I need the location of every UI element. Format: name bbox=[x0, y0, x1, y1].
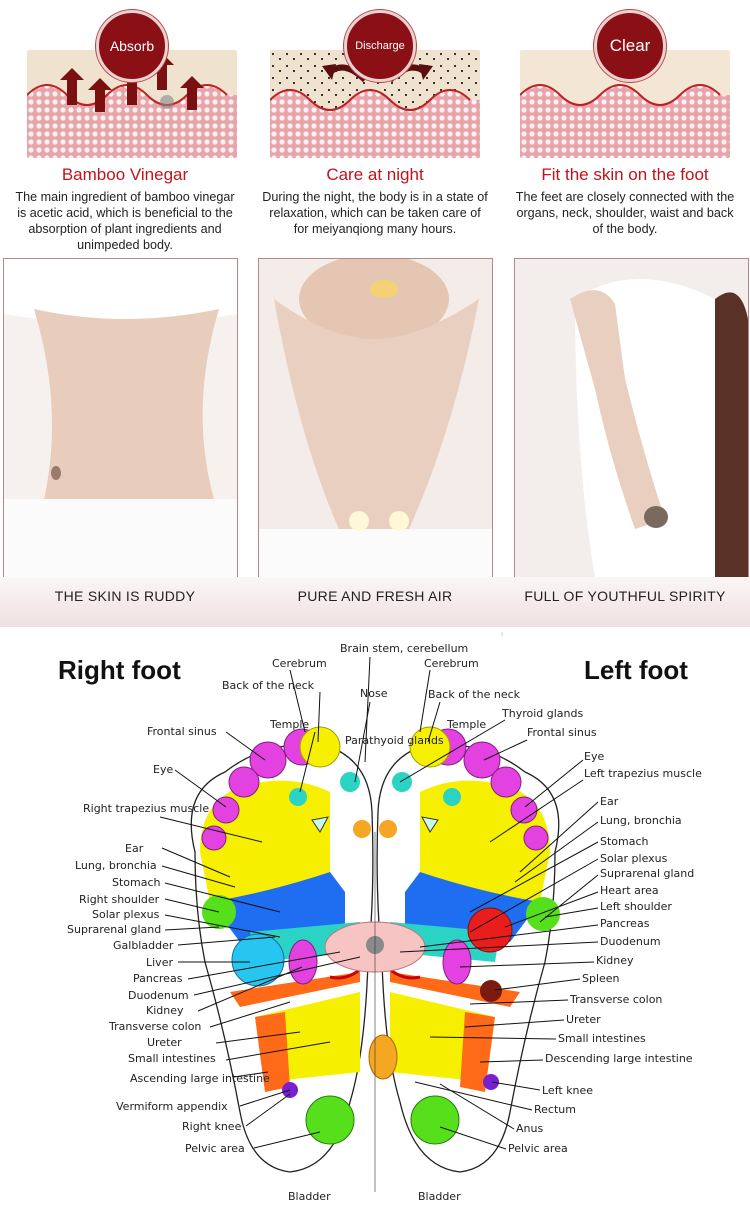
r-label-5: Right trapezius muscle bbox=[83, 802, 209, 815]
l-label-14: Pancreas bbox=[600, 917, 650, 930]
r-label-11: Suprarenal gland bbox=[67, 923, 161, 936]
l-label-23: Rectum bbox=[534, 1103, 576, 1116]
r-label-23: Pelvic area bbox=[185, 1142, 245, 1155]
clear-badge: Clear bbox=[594, 10, 666, 82]
label-nose: Nose bbox=[360, 687, 388, 700]
photo-arm bbox=[514, 258, 749, 578]
photo-hands bbox=[258, 258, 493, 578]
l-label-4: Frontal sinus bbox=[527, 726, 597, 739]
r-label-22: Right knee bbox=[182, 1120, 242, 1133]
absorb-badge: Absorb bbox=[96, 10, 168, 82]
l-label-17: Spleen bbox=[582, 972, 620, 985]
r-label-8: Stomach bbox=[112, 876, 161, 889]
l-label-3: Temple bbox=[446, 718, 486, 731]
right-foot-labels: Cerebrum Back of the neck Temple Frontal… bbox=[67, 657, 331, 1203]
r-label-2: Temple bbox=[269, 718, 309, 731]
r-label-15: Duodenum bbox=[128, 989, 189, 1002]
r-label-13: Liver bbox=[146, 956, 173, 969]
label-brain-stem: Brain stem, cerebellum bbox=[340, 642, 468, 655]
l-label-15: Duodenum bbox=[600, 935, 661, 948]
l-label-6: Left trapezius muscle bbox=[584, 767, 702, 780]
l-label-5: Eye bbox=[584, 750, 604, 763]
left-foot-labels: Cerebrum Back of the neck Thyroid glands… bbox=[418, 657, 702, 1203]
l-label-0: Cerebrum bbox=[424, 657, 479, 670]
r-label-20: Ascending large intestine bbox=[130, 1072, 270, 1085]
l-label-11: Suprarenal gland bbox=[600, 867, 694, 880]
l-label-21: Descending large intestine bbox=[545, 1052, 693, 1065]
r-label-9: Right shoulder bbox=[79, 893, 160, 906]
l-label-2: Thyroid glands bbox=[501, 707, 583, 720]
leader-lines bbox=[159, 656, 599, 1150]
right-foot bbox=[190, 726, 374, 1173]
step-clear: Clear Fit the skin on the foot The feet … bbox=[500, 0, 750, 255]
r-label-3: Frontal sinus bbox=[147, 725, 217, 738]
l-label-12: Heart area bbox=[600, 884, 659, 897]
l-label-19: Ureter bbox=[566, 1013, 601, 1026]
l-label-10: Solar plexus bbox=[600, 852, 668, 865]
l-label-13: Left shoulder bbox=[600, 900, 672, 913]
step-description: During the night, the body is in a state… bbox=[262, 190, 488, 236]
r-label-12: Galbladder bbox=[113, 939, 174, 952]
l-label-18: Transverse colon bbox=[569, 993, 662, 1006]
left-foot bbox=[376, 726, 560, 1173]
step-title: Care at night bbox=[326, 165, 424, 184]
caption-fresh-air: PURE AND FRESH AIR bbox=[297, 588, 453, 604]
r-label-17: Transverse colon bbox=[108, 1020, 201, 1033]
l-label-20: Small intestines bbox=[558, 1032, 646, 1045]
step-absorb: Absorb Bamboo Vinegar The main ingredien… bbox=[0, 0, 250, 255]
l-label-1: Back of the neck bbox=[428, 688, 521, 701]
l-label-25: Pelvic area bbox=[508, 1142, 568, 1155]
l-label-22: Left knee bbox=[542, 1084, 593, 1097]
l-label-26: Bladder bbox=[418, 1190, 461, 1203]
left-foot-title: Left foot bbox=[584, 655, 688, 685]
l-label-24: Anus bbox=[516, 1122, 543, 1135]
step-description: The feet are closely connected with the … bbox=[515, 190, 735, 236]
r-label-0: Cerebrum bbox=[272, 657, 327, 670]
step-title: Fit the skin on the foot bbox=[541, 165, 709, 184]
right-foot-title: Right foot bbox=[58, 655, 181, 685]
r-label-6: Ear bbox=[125, 842, 144, 855]
l-label-9: Stomach bbox=[600, 835, 649, 848]
r-label-18: Ureter bbox=[147, 1036, 182, 1049]
r-label-21: Vermiform appendix bbox=[116, 1100, 228, 1113]
r-label-14: Pancreas bbox=[133, 972, 183, 985]
caption-youthful: FULL OF YOUTHFUL SPIRITY bbox=[524, 588, 726, 604]
r-label-19: Small intestines bbox=[128, 1052, 216, 1065]
label-parathyroid: Parathyoid glands bbox=[345, 734, 444, 747]
step-description: The main ingredient of bamboo vinegar is… bbox=[15, 190, 235, 252]
r-label-16: Kidney bbox=[146, 1004, 184, 1017]
r-label-7: Lung, bronchia bbox=[75, 859, 157, 872]
caption-ruddy: THE SKIN IS RUDDY bbox=[54, 588, 196, 604]
foot-map-svg: Right foot Left foot Brain stem, cerebel… bbox=[0, 632, 750, 1206]
step-discharge: Discharge Care at night During the night… bbox=[250, 0, 500, 255]
r-label-4: Eye bbox=[153, 763, 173, 776]
step-title: Bamboo Vinegar bbox=[61, 165, 189, 184]
foot-reflexology-chart: Right foot Left foot Brain stem, cerebel… bbox=[0, 632, 750, 1206]
r-label-24: Bladder bbox=[288, 1190, 331, 1203]
r-label-1: Back of the neck bbox=[222, 679, 315, 692]
l-label-7: Ear bbox=[600, 795, 619, 808]
caption-bar bbox=[0, 577, 750, 627]
l-label-16: Kidney bbox=[596, 954, 634, 967]
photo-waist bbox=[3, 258, 238, 578]
l-label-8: Lung, bronchia bbox=[600, 814, 682, 827]
discharge-badge: Discharge bbox=[344, 10, 416, 82]
r-label-10: Solar plexus bbox=[92, 908, 160, 921]
